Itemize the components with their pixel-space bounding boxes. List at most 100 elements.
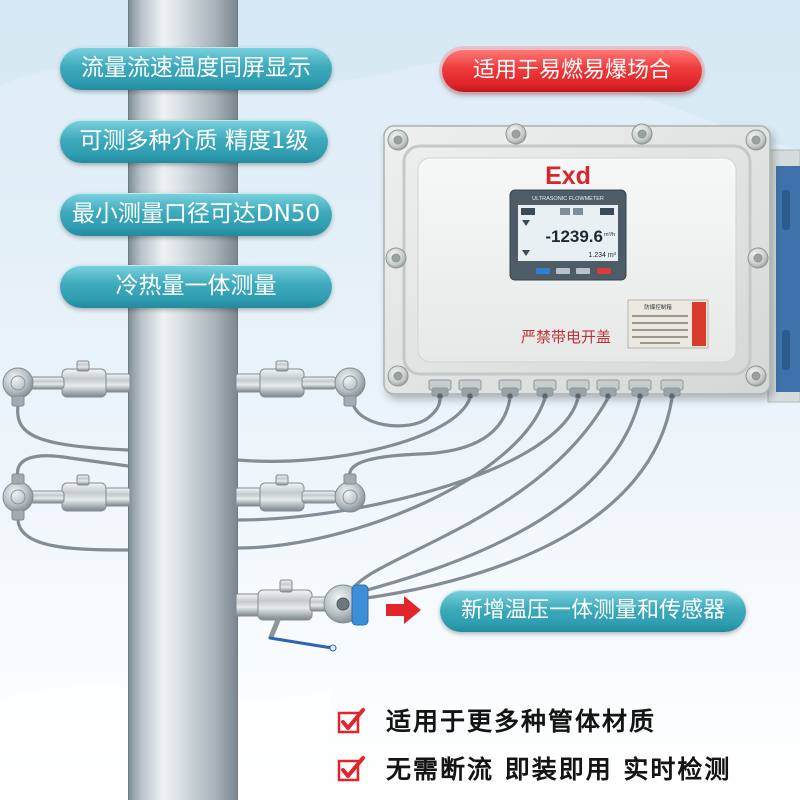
status-icon — [573, 208, 583, 215]
nameplate: 防爆控制箱 — [627, 299, 709, 349]
display-button-blue — [536, 268, 550, 274]
feature-badge-label: 流量流速温度同屏显示 — [81, 55, 311, 81]
head-gland — [343, 395, 357, 407]
valve-stem — [76, 360, 90, 372]
valve-handle — [268, 617, 281, 640]
ball-valve — [259, 482, 305, 512]
red-check-icon — [337, 708, 365, 734]
transducer-head — [2, 481, 34, 513]
head-gland — [343, 473, 357, 485]
cable-gland — [498, 379, 522, 400]
feature-badge: 可测多种介质 精度1级 — [60, 120, 328, 163]
highlight-text: 无需断流 即装即用 实时检测 — [386, 755, 732, 784]
nameplate-sticker — [692, 302, 706, 346]
enclosure-bolt — [385, 247, 407, 269]
valve-handle-lever — [268, 636, 334, 650]
enclosure-bolt — [387, 365, 409, 387]
transducer-head — [334, 481, 366, 513]
sensor-cable — [350, 396, 610, 592]
transducer-head — [2, 367, 34, 399]
pipe-nipple — [103, 373, 131, 393]
sensor-cable — [15, 396, 580, 522]
highlight-text: 适用于更多种管体材质 — [386, 707, 657, 736]
head-gland — [11, 509, 25, 521]
sensor-cable — [358, 396, 642, 594]
transducer-head — [334, 367, 366, 399]
pipe-nipple — [235, 593, 261, 617]
enclosure-bolt — [505, 123, 527, 145]
new-feature-badge-label: 新增温压一体测量和传感器 — [460, 598, 725, 623]
enclosure-bolts — [385, 123, 769, 387]
display-button-gray — [556, 268, 570, 274]
valve-stem — [275, 474, 289, 486]
transducer-stub — [29, 376, 65, 390]
enclosure-bolt — [745, 365, 767, 387]
blue-sleeve — [351, 584, 369, 626]
sensor-right-upper — [235, 360, 366, 407]
sensor-cable — [350, 396, 442, 428]
feature-badge-label: 可测多种介质 精度1级 — [79, 128, 309, 154]
transducer-stub — [301, 490, 337, 504]
flow-rate-value: -1239.6 — [545, 227, 603, 246]
valve-stem — [76, 474, 90, 486]
cable-gland — [628, 379, 652, 400]
sensor-left-upper — [2, 360, 131, 407]
new-feature-badge: 新增温压一体测量和传感器 — [440, 590, 746, 632]
explosion-proof-enclosure: Exd ULTRASONIC FLOWMETER -1239.6 m³/h 1.… — [383, 123, 800, 403]
display-button-gray — [576, 268, 590, 274]
enclosure-bolt — [387, 129, 409, 151]
nameplate-title: 防爆控制箱 — [644, 303, 672, 311]
wall-bracket — [767, 149, 800, 403]
cable-gland — [533, 379, 557, 400]
enclosure-bolt — [745, 129, 767, 151]
red-check-icon — [337, 756, 365, 782]
pipe-nipple — [103, 487, 131, 507]
cable-gland — [458, 379, 482, 400]
valve-stem — [275, 360, 289, 372]
ball-valve — [257, 589, 313, 621]
transducer-stub — [29, 490, 65, 504]
sensor-cable — [16, 396, 472, 463]
ball-valve — [61, 368, 107, 398]
red-arrow-icon — [386, 596, 421, 624]
cable-gland — [596, 379, 620, 400]
cable-glands — [428, 379, 684, 400]
sensor-cables — [15, 396, 674, 600]
display-model-label: ULTRASONIC FLOWMETER — [532, 196, 604, 202]
sensor-cable — [16, 396, 547, 552]
warning-text: 严禁带电开盖 — [521, 328, 611, 346]
feature-badge: 冷热量一体测量 — [60, 265, 332, 308]
feature-badge: 流量流速温度同屏显示 — [60, 47, 332, 90]
ball-valve — [259, 368, 305, 398]
ball-valve — [61, 482, 107, 512]
pipe-nipple — [235, 487, 263, 507]
display-button-red — [597, 268, 611, 274]
head-gland — [11, 473, 25, 485]
pipe-nipple — [235, 373, 263, 393]
highlight-item: 无需断流 即装即用 实时检测 — [336, 751, 731, 785]
sensor-left-lower — [2, 473, 131, 521]
status-icon — [560, 208, 570, 215]
hazard-badge-label: 适用于易燃易爆场合 — [472, 58, 671, 83]
feature-badge: 最小测量口径可达DN50 — [60, 193, 332, 236]
status-icon — [600, 208, 614, 215]
highlight-item: 适用于更多种管体材质 — [336, 703, 656, 737]
cable-gland — [566, 379, 590, 400]
sensor-right-lower — [235, 473, 366, 513]
sensor-cable — [364, 396, 674, 600]
feature-badge-label: 最小测量口径可达DN50 — [71, 201, 321, 227]
direction-icon — [522, 250, 530, 256]
valve-stem — [279, 579, 293, 593]
cable-gland — [660, 379, 684, 400]
status-icon — [521, 208, 535, 215]
cable-gland — [428, 379, 452, 400]
sensor-cable — [348, 396, 512, 480]
hazard-badge: 适用于易燃易爆场合 — [442, 49, 702, 92]
direction-icon — [522, 220, 530, 226]
head-gland — [11, 395, 25, 407]
transducer-stub — [301, 376, 337, 390]
temp-pressure-sensor — [235, 579, 369, 652]
enclosure-bolt — [631, 123, 653, 145]
enclosure-mark: Exd — [545, 162, 591, 190]
total-flow-value: 1.234 m³ — [588, 252, 616, 259]
